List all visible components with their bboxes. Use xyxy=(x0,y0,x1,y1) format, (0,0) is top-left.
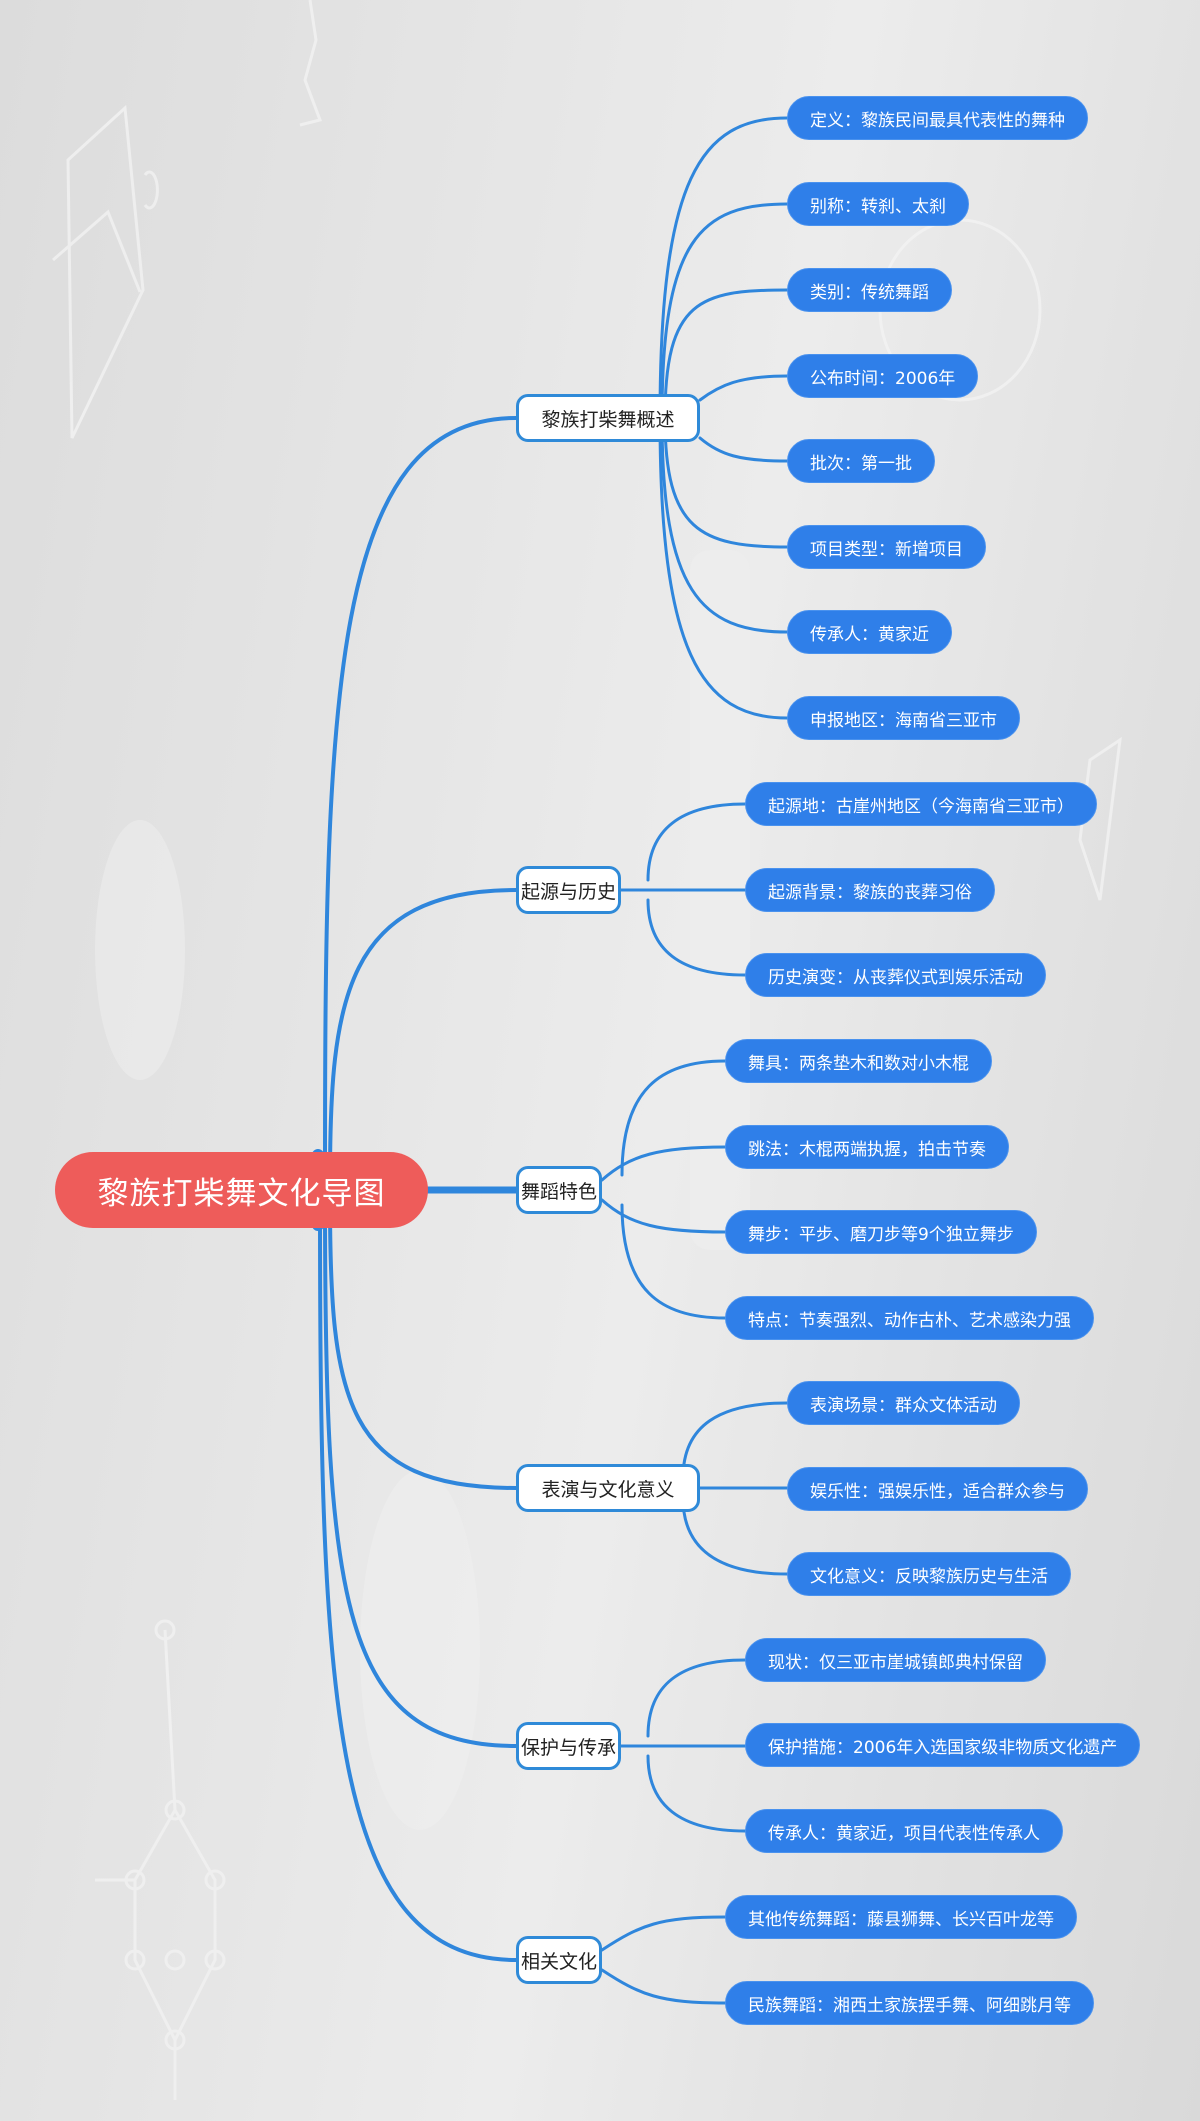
leaf-node[interactable]: 跳法：木棍两端执握，拍击节奏 xyxy=(725,1125,1009,1169)
branch-node-dance-features[interactable]: 舞蹈特色 xyxy=(516,1166,602,1214)
leaf-node[interactable]: 项目类型：新增项目 xyxy=(787,525,986,569)
leaf-node[interactable]: 舞具：两条垫木和数对小木棍 xyxy=(725,1039,992,1083)
leaf-node[interactable]: 历史演变：从丧葬仪式到娱乐活动 xyxy=(745,953,1046,997)
leaf-node[interactable]: 文化意义：反映黎族历史与生活 xyxy=(787,1552,1071,1596)
branch-node-origin-history[interactable]: 起源与历史 xyxy=(516,866,621,914)
branch-node-related-culture[interactable]: 相关文化 xyxy=(516,1936,602,1984)
leaf-node[interactable]: 起源地：古崖州地区（今海南省三亚市） xyxy=(745,782,1097,826)
leaf-node[interactable]: 现状：仅三亚市崖城镇郎典村保留 xyxy=(745,1638,1046,1682)
leaf-node[interactable]: 定义：黎族民间最具代表性的舞种 xyxy=(787,96,1088,140)
leaf-node[interactable]: 传承人：黄家近，项目代表性传承人 xyxy=(745,1809,1063,1853)
leaf-node[interactable]: 公布时间：2006年 xyxy=(787,354,979,398)
leaf-node[interactable]: 传承人：黄家近 xyxy=(787,610,952,654)
leaf-node[interactable]: 其他传统舞蹈：藤县狮舞、长兴百叶龙等 xyxy=(725,1895,1077,1939)
leaf-node[interactable]: 保护措施：2006年入选国家级非物质文化遗产 xyxy=(745,1723,1141,1767)
branch-node-protection-inheritance[interactable]: 保护与传承 xyxy=(516,1722,621,1770)
branch-node-overview[interactable]: 黎族打柴舞概述 xyxy=(516,394,700,442)
leaf-node[interactable]: 舞步：平步、磨刀步等9个独立舞步 xyxy=(725,1210,1037,1254)
leaf-node[interactable]: 批次：第一批 xyxy=(787,439,935,483)
leaf-node[interactable]: 表演场景：群众文体活动 xyxy=(787,1381,1020,1425)
leaf-node[interactable]: 起源背景：黎族的丧葬习俗 xyxy=(745,868,995,912)
leaf-node[interactable]: 娱乐性：强娱乐性，适合群众参与 xyxy=(787,1467,1088,1511)
branch-node-performance-meaning[interactable]: 表演与文化意义 xyxy=(516,1464,700,1512)
leaf-node[interactable]: 民族舞蹈：湘西土家族摆手舞、阿细跳月等 xyxy=(725,1981,1094,2025)
leaf-node[interactable]: 类别：传统舞蹈 xyxy=(787,268,952,312)
leaf-node[interactable]: 特点：节奏强烈、动作古朴、艺术感染力强 xyxy=(725,1296,1094,1340)
leaf-node[interactable]: 别称：转刹、太刹 xyxy=(787,182,969,226)
leaf-node[interactable]: 申报地区：海南省三亚市 xyxy=(787,696,1020,740)
root-node[interactable]: 黎族打柴舞文化导图 xyxy=(55,1152,428,1228)
